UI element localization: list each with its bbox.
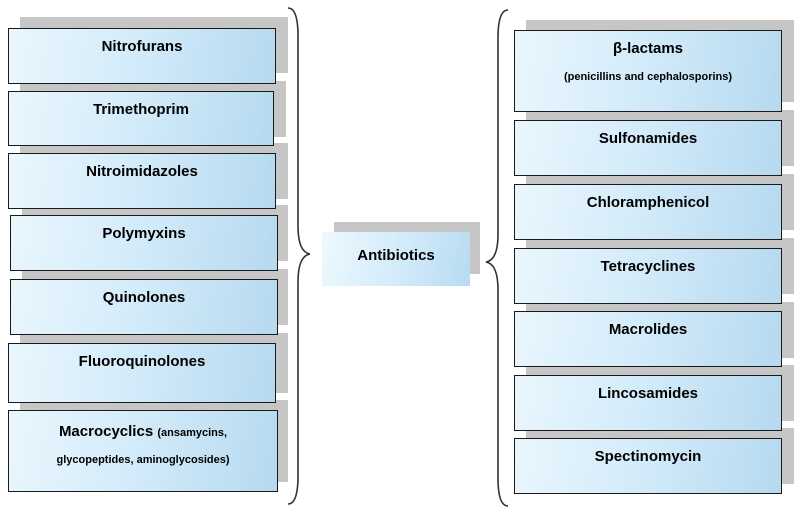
left-box-fluoroquinolones: Fluoroquinolones	[8, 343, 276, 403]
left-box-label: Polymyxins	[102, 225, 186, 242]
left-box-label: Trimethoprim	[93, 101, 189, 118]
left-box-nitroimidazoles: Nitroimidazoles	[8, 153, 276, 209]
right-box-detail: (penicillins and cephalosporins)	[563, 71, 733, 83]
right-box-label: Chloramphenicol	[586, 194, 710, 211]
right-box-chloramphenicol: Chloramphenicol	[514, 184, 782, 240]
left-brace-icon	[287, 7, 311, 505]
right-box-label: Spectinomycin	[594, 448, 702, 465]
right-box-lincosamides: Lincosamides	[514, 375, 782, 431]
left-box-label: Macrocyclics	[58, 423, 154, 440]
right-box-label: Sulfonamides	[598, 130, 698, 147]
center-box-antibiotics: Antibiotics	[322, 232, 470, 286]
left-box-quinolones: Quinolones	[10, 279, 278, 335]
right-box-macrolides: Macrolides	[514, 311, 782, 367]
right-box-tetracyclines: Tetracyclines	[514, 248, 782, 304]
left-box-nitrofurans: Nitrofurans	[8, 28, 276, 84]
right-box-sulfonamides: Sulfonamides	[514, 120, 782, 176]
right-box-label: Tetracyclines	[600, 258, 696, 275]
left-box-detail: (ansamycins,	[157, 427, 228, 439]
right-brace-icon	[485, 9, 509, 507]
left-box-label: Nitrofurans	[101, 38, 183, 55]
right-box-label: Lincosamides	[597, 385, 699, 402]
right-box-label: Macrolides	[608, 321, 688, 338]
left-box-label: Nitroimidazoles	[86, 163, 198, 180]
left-box-label: Fluoroquinolones	[78, 353, 206, 370]
left-box-detail: glycopeptides, aminoglycosides)	[56, 454, 230, 466]
left-box-macrocyclics: Macrocyclics (ansamycins, glycopeptides,…	[8, 410, 278, 492]
left-box-polymyxins: Polymyxins	[10, 215, 278, 271]
center-label: Antibiotics	[357, 247, 435, 264]
right-box-label: β-lactams	[612, 40, 684, 57]
left-box-label: Quinolones	[102, 289, 186, 306]
left-box-trimethoprim: Trimethoprim	[8, 91, 274, 146]
right-box-beta-lactams: β-lactams (penicillins and cephalosporin…	[514, 30, 782, 112]
right-box-spectinomycin: Spectinomycin	[514, 438, 782, 494]
